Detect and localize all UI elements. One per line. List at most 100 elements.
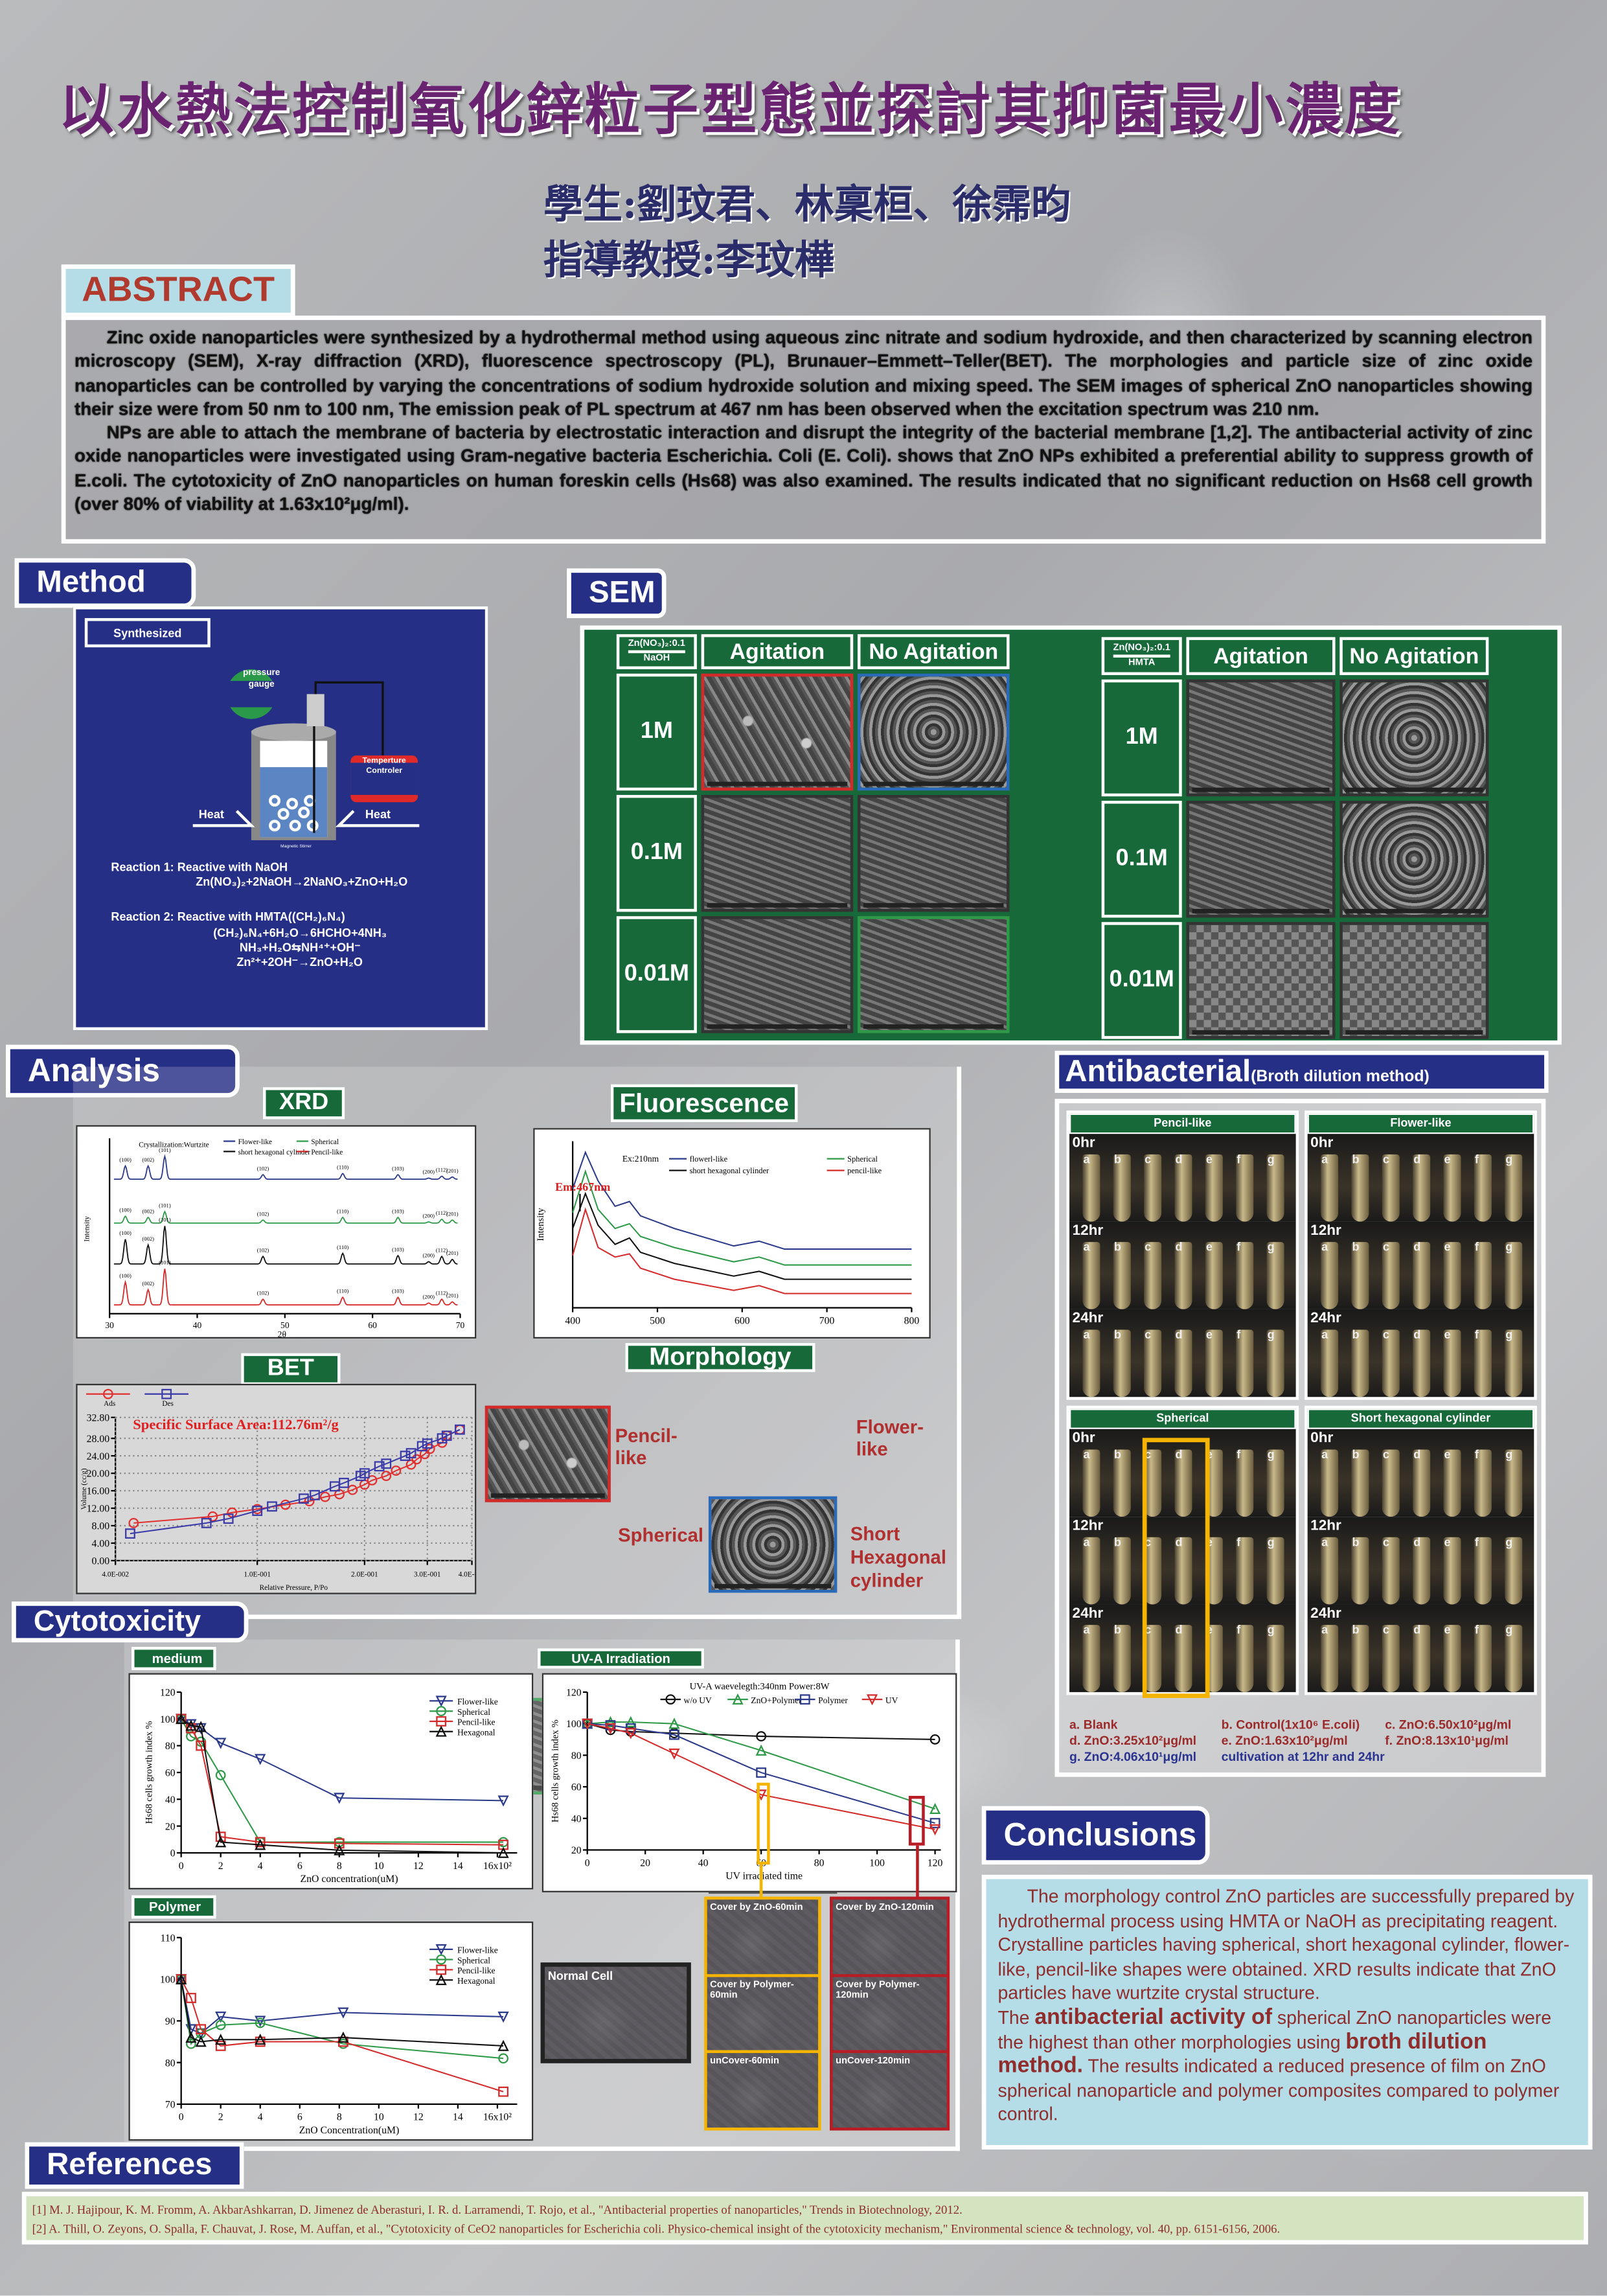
sem-column-header: No Agitation: [857, 634, 1010, 670]
tube-label: f: [1237, 1240, 1241, 1254]
x-tick-label: 16x10²: [483, 2112, 512, 2123]
peak-label: (002): [142, 1235, 154, 1242]
legend-label: ZnO+Polymer: [751, 1695, 802, 1705]
sem-image: [1339, 801, 1489, 918]
tube-label: g: [1267, 1153, 1275, 1166]
data-point: [400, 1451, 411, 1462]
test-tube: f: [1473, 1241, 1491, 1309]
test-tube: a: [1319, 1328, 1338, 1397]
xrd-trace: [113, 1269, 458, 1306]
tube-label: c: [1382, 1448, 1389, 1462]
sem-image: [1339, 922, 1489, 1039]
data-point: [255, 1839, 266, 1850]
y-axis-label: Intensity: [536, 1208, 546, 1241]
data-point: [374, 1461, 385, 1472]
sem-image: [857, 916, 1010, 1033]
test-tube: a: [1319, 1448, 1338, 1517]
y-tick-label: 16.00: [87, 1486, 110, 1497]
x-tick-label: 1.0E-001: [244, 1571, 271, 1579]
peak-label: (102): [257, 1247, 269, 1254]
test-tube: f: [1235, 1328, 1253, 1397]
test-tube: g: [1266, 1328, 1284, 1397]
test-tube: c: [1381, 1536, 1399, 1605]
data-point: [582, 1718, 593, 1730]
test-tube: c: [1143, 1328, 1161, 1397]
data-point: [215, 2041, 226, 2051]
time-label: 0hr: [1072, 1430, 1095, 1447]
test-tube: d: [1411, 1153, 1430, 1222]
method-panel: Synthesized pressure gauge Temperture Co…: [73, 606, 488, 1031]
pressure-gauge-label: pressure gauge: [243, 669, 280, 690]
x-tick-label: 100: [869, 1857, 885, 1868]
conclusions-heading: Conclusions: [981, 1806, 1210, 1865]
x-tick-label: 4: [258, 2112, 263, 2123]
x-tick-label: 500: [650, 1315, 665, 1326]
x-tick-label: 12: [413, 2112, 424, 2123]
sem-heading: SEM: [567, 568, 667, 619]
tube-label: d: [1175, 1328, 1183, 1342]
time-label: 0hr: [1310, 1430, 1334, 1447]
cell-image-polymer-60: Cover by Polymer-60min: [707, 1977, 818, 2050]
cell-image-uncover-120: unCover-120min: [833, 2054, 947, 2128]
x-tick-label: 4.0E-001: [459, 1571, 477, 1579]
cell-images-60min: Cover by ZnO-60min Cover by Polymer-60mi…: [704, 1896, 821, 2131]
data-point: [255, 2015, 266, 2027]
xrd-trace: [113, 1154, 458, 1180]
peak-label: (103): [392, 1246, 404, 1252]
test-tube: b: [1351, 1328, 1369, 1397]
peak-label: (200): [422, 1169, 435, 1175]
sem-image: [1186, 801, 1336, 918]
y-tick-label: 0: [170, 1848, 176, 1859]
x-tick-label: 20: [640, 1857, 650, 1868]
test-tube: a: [1082, 1624, 1100, 1692]
data-point: [215, 1738, 227, 1749]
data-point: [497, 2039, 509, 2051]
test-tube: f: [1235, 1536, 1253, 1605]
legend-marker: [435, 1695, 447, 1707]
xrd-annotation: Crystallization:Wurtzite: [139, 1142, 209, 1149]
legend-label: Polymer: [818, 1695, 848, 1705]
conclusions-paragraph-2: The antibacterial activity of spherical …: [998, 2005, 1577, 2128]
method-heading: Method: [14, 558, 196, 608]
test-tube: g: [1504, 1448, 1522, 1517]
peak-label: (002): [142, 1156, 154, 1163]
peak-label: (101): [159, 1259, 171, 1266]
sem-column-header: Agitation: [1186, 637, 1336, 676]
x-tick-label: 4.0E-002: [102, 1571, 129, 1579]
peak-label: (112): [436, 1290, 448, 1296]
legend-marker: [435, 1944, 447, 1956]
series-line-flower-like: [180, 1979, 504, 2034]
series-line-spherical: [572, 1169, 912, 1266]
tube-label: e: [1444, 1328, 1451, 1342]
legend-marker: [435, 1973, 447, 1986]
sem-image: [701, 916, 854, 1033]
tube-label: b: [1352, 1328, 1360, 1342]
sem-image: [701, 794, 854, 912]
sem-column-header: No Agitation: [1339, 637, 1489, 676]
data-point: [929, 1824, 941, 1836]
peak-label: (102): [257, 1165, 269, 1171]
y-tick-label: 40: [571, 1813, 582, 1824]
data-point: [405, 1459, 416, 1470]
tube-label: c: [1382, 1623, 1389, 1637]
x-tick-label: 80: [814, 1857, 825, 1868]
x-tick-label: 40: [193, 1320, 202, 1330]
reaction-1-equation: Zn(NO₃)₂+2NaOH→2NaNO₃+ZnO+H₂O: [196, 875, 408, 889]
x-tick-label: 120: [928, 1857, 943, 1868]
y-tick-label: 4.00: [92, 1539, 110, 1550]
x-tick-label: 30: [105, 1320, 114, 1330]
y-tick-label: 90: [165, 2016, 176, 2027]
test-tube: a: [1082, 1328, 1100, 1397]
legend-label: short hexagonal cylinder: [238, 1149, 311, 1156]
references-heading: References: [25, 2142, 244, 2189]
y-tick-label: 100: [160, 1714, 176, 1725]
test-tube: b: [1112, 1624, 1130, 1692]
tube-label: f: [1474, 1623, 1479, 1637]
test-tube: g: [1504, 1153, 1522, 1222]
tube-label: f: [1237, 1153, 1241, 1166]
